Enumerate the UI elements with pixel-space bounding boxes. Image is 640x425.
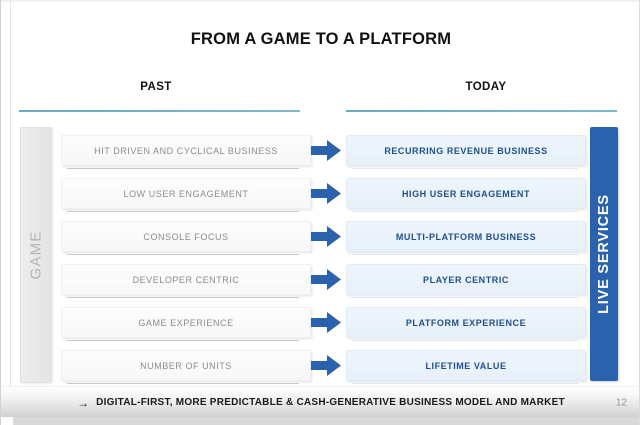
today-state-card[interactable]: MULTI-PLATFORM BUSINESS (346, 221, 586, 252)
today-state-label: MULTI-PLATFORM BUSINESS (395, 231, 537, 242)
bottom-strip (1, 417, 639, 425)
past-card-underline (67, 211, 299, 212)
past-state-label: DEVELOPER CENTRIC (132, 274, 240, 285)
today-state-card[interactable]: LIFETIME VALUE (346, 350, 586, 381)
live-services-vertical-bar: LIVE SERVICES (590, 127, 618, 381)
today-state-card[interactable]: RECURRING REVENUE BUSINESS (346, 135, 586, 166)
table-row: LOW USER ENGAGEMENT HIGH USER ENGAGEMENT (1, 178, 639, 221)
past-card-underline (67, 340, 299, 341)
table-row: DEVELOPER CENTRIC PLAYER CENTRIC (1, 264, 639, 307)
top-hairline (1, 0, 639, 2)
past-state-card[interactable]: LOW USER ENGAGEMENT (61, 178, 311, 209)
right-arrow-icon (311, 226, 341, 247)
past-state-label: GAME EXPERIENCE (138, 317, 234, 328)
right-arrow-icon (311, 183, 341, 204)
today-card-underline (352, 297, 578, 298)
past-state-label: NUMBER OF UNITS (140, 360, 232, 371)
past-card-underline (67, 254, 299, 255)
today-card-underline (352, 211, 578, 212)
today-card-underline (352, 254, 578, 255)
footer-banner: → DIGITAL-FIRST, MORE PREDICTABLE & CASH… (1, 386, 639, 418)
footer-text: DIGITAL-FIRST, MORE PREDICTABLE & CASH-G… (96, 397, 565, 408)
today-state-card[interactable]: PLAYER CENTRIC (346, 264, 586, 295)
past-state-card[interactable]: GAME EXPERIENCE (61, 307, 311, 338)
past-state-card[interactable]: NUMBER OF UNITS (61, 350, 311, 381)
column-header-today: TODAY (465, 81, 507, 93)
footer-arrow-icon: → (77, 395, 90, 410)
past-state-card[interactable]: HIT DRIVEN AND CYCLICAL BUSINESS (61, 135, 311, 166)
past-card-underline (67, 168, 299, 169)
today-card-underline (352, 168, 578, 169)
page-title: FROM A GAME TO A PLATFORM (190, 30, 452, 48)
right-arrow-icon (311, 312, 341, 333)
page-number: 12 (615, 397, 627, 408)
today-state-card[interactable]: PLATFORM EXPERIENCE (346, 307, 586, 338)
today-state-label: PLATFORM EXPERIENCE (405, 317, 527, 328)
today-state-card[interactable]: HIGH USER ENGAGEMENT (346, 178, 586, 209)
right-arrow-icon (311, 355, 341, 376)
today-card-underline (352, 383, 578, 384)
table-row: HIT DRIVEN AND CYCLICAL BUSINESS RECURRIN… (1, 135, 639, 178)
game-vertical-bar: GAME (20, 127, 52, 383)
past-state-card[interactable]: CONSOLE FOCUS (61, 221, 311, 252)
past-state-label: LOW USER ENGAGEMENT (123, 188, 249, 199)
today-card-underline (352, 340, 578, 341)
past-column-rule (19, 110, 300, 112)
today-state-label: LIFETIME VALUE (425, 360, 507, 371)
today-state-label: HIGH USER ENGAGEMENT (401, 188, 530, 199)
right-arrow-icon (311, 269, 341, 290)
table-row: GAME EXPERIENCE PLATFORM EXPERIENCE (1, 307, 639, 350)
past-state-label: CONSOLE FOCUS (143, 231, 229, 242)
footer-banner-content: → DIGITAL-FIRST, MORE PREDICTABLE & CASH… (1, 387, 639, 418)
past-state-card[interactable]: DEVELOPER CENTRIC (61, 264, 311, 295)
past-card-underline (67, 383, 299, 384)
today-state-label: RECURRING REVENUE BUSINESS (384, 145, 548, 156)
left-edge-line (10, 0, 11, 425)
right-arrow-icon (311, 140, 341, 161)
table-row: CONSOLE FOCUS MULTI-PLATFORM BUSINESS (1, 221, 639, 264)
table-row: NUMBER OF UNITS LIFETIME VALUE (1, 350, 639, 393)
past-state-label: HIT DRIVEN AND CYCLICAL BUSINESS (94, 145, 278, 156)
bottom-strip-nub (1, 417, 13, 425)
column-header-past: PAST (140, 81, 172, 93)
today-column-rule (346, 110, 617, 112)
past-card-underline (67, 297, 299, 298)
today-state-label: PLAYER CENTRIC (423, 274, 509, 285)
